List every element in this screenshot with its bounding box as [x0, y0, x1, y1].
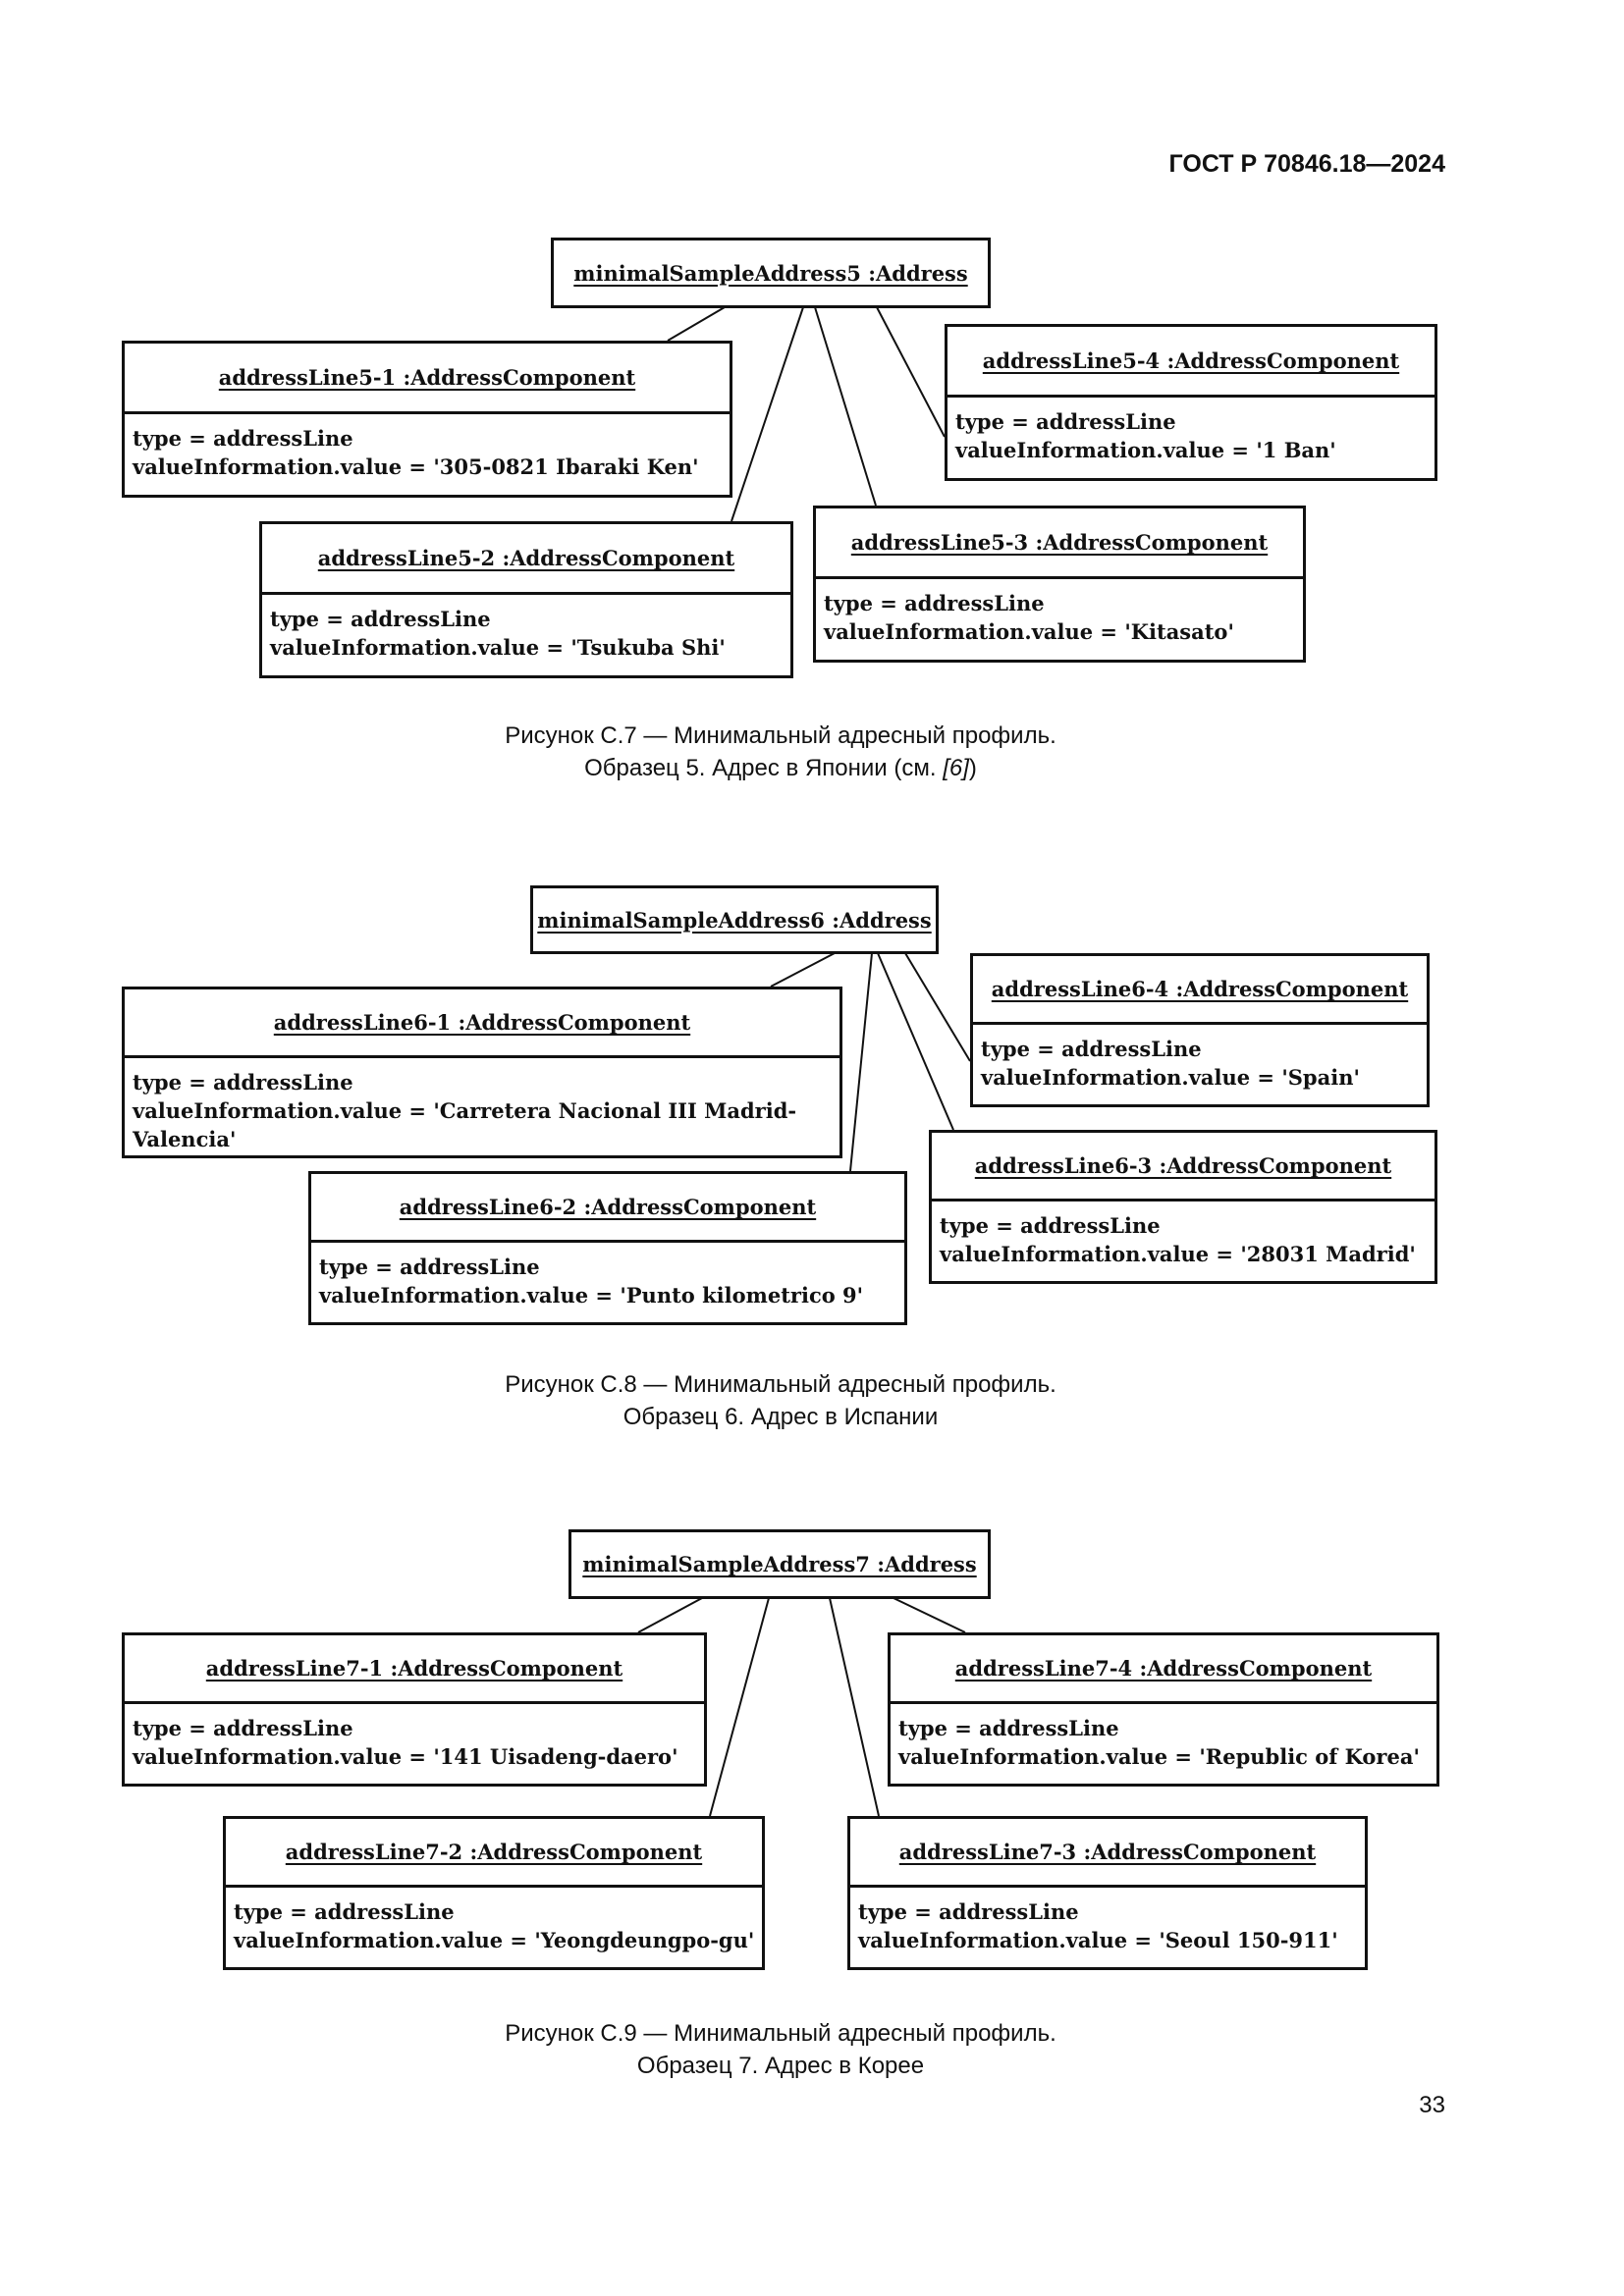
- address-component-box: addressLine7-2 :AddressComponent type = …: [223, 1816, 765, 1970]
- figure-caption: Рисунок С.8 — Минимальный адресный профи…: [0, 1368, 1561, 1433]
- root-address-box: minimalSampleAddress6 :Address: [530, 885, 939, 954]
- component-title: addressLine5-2 :AddressComponent: [317, 546, 735, 570]
- connector-line: [904, 952, 971, 1062]
- component-title: addressLine7-3 :AddressComponent: [898, 1840, 1317, 1864]
- component-type: type = addressLine: [858, 1899, 1079, 1924]
- document-code-header: ГОСТ Р 70846.18—2024: [1168, 150, 1445, 178]
- caption-line-1: Рисунок С.9 — Минимальный адресный профи…: [505, 2020, 1056, 2047]
- root-address-box: minimalSampleAddress5 :Address: [551, 238, 991, 308]
- root-address-label: minimalSampleAddress7 :Address: [582, 1552, 977, 1576]
- caption-line-2: Образец 5. Адрес в Японии (см. [6]): [584, 755, 977, 781]
- page-number: 33: [1419, 2092, 1445, 2118]
- caption-line-1: Рисунок С.8 — Минимальный адресный профи…: [505, 1371, 1056, 1398]
- component-type: type = addressLine: [133, 1716, 353, 1740]
- component-type: type = addressLine: [319, 1255, 540, 1279]
- component-value: valueInformation.value = 'Kitasato': [824, 619, 1234, 644]
- component-title: addressLine6-4 :AddressComponent: [991, 977, 1409, 1001]
- address-component-box: addressLine7-1 :AddressComponent type = …: [122, 1632, 707, 1787]
- component-title: addressLine7-2 :AddressComponent: [285, 1840, 703, 1864]
- component-type: type = addressLine: [234, 1899, 455, 1924]
- root-address-label: minimalSampleAddress6 :Address: [537, 907, 932, 933]
- connector-line: [849, 952, 873, 1172]
- component-title: addressLine7-4 :AddressComponent: [954, 1656, 1373, 1681]
- figure-caption: Рисунок С.9 — Минимальный адресный профи…: [0, 2017, 1561, 2082]
- connector-line: [770, 952, 836, 988]
- component-title: addressLine7-1 :AddressComponent: [205, 1656, 623, 1681]
- component-type: type = addressLine: [940, 1213, 1161, 1238]
- component-title: addressLine6-1 :AddressComponent: [273, 1010, 691, 1035]
- address-component-box: addressLine6-3 :AddressComponent type = …: [929, 1130, 1437, 1284]
- caption-line-2: Образец 6. Адрес в Испании: [623, 1404, 939, 1430]
- address-component-box: addressLine5-3 :AddressComponent type = …: [813, 506, 1306, 663]
- connector-line: [876, 306, 946, 438]
- connector-line: [637, 1597, 703, 1633]
- address-component-box: addressLine5-2 :AddressComponent type = …: [259, 521, 793, 678]
- address-component-box: addressLine7-3 :AddressComponent type = …: [847, 1816, 1368, 1970]
- component-value: valueInformation.value = '141 Uisadeng-d…: [133, 1744, 678, 1769]
- component-title: addressLine5-4 :AddressComponent: [982, 348, 1400, 373]
- figure-caption: Рисунок С.7 — Минимальный адресный профи…: [0, 720, 1561, 784]
- component-type: type = addressLine: [133, 426, 353, 451]
- component-type: type = addressLine: [981, 1037, 1202, 1061]
- component-value: valueInformation.value = 'Carretera Naci…: [133, 1098, 797, 1151]
- address-component-box: addressLine6-1 :AddressComponent type = …: [122, 987, 842, 1158]
- component-title: addressLine6-3 :AddressComponent: [974, 1153, 1392, 1178]
- root-address-label: minimalSampleAddress5 :Address: [573, 260, 968, 286]
- component-value: valueInformation.value = 'Seoul 150-911': [858, 1928, 1338, 1952]
- caption-line-2: Образец 7. Адрес в Корее: [636, 2053, 925, 2079]
- connector-line: [709, 1597, 770, 1817]
- component-value: valueInformation.value = 'Yeongdeungpo-g…: [234, 1928, 755, 1952]
- component-value: valueInformation.value = 'Republic of Ko…: [898, 1744, 1420, 1769]
- component-type: type = addressLine: [898, 1716, 1119, 1740]
- connector-line: [829, 1597, 880, 1817]
- bibliography-reference: [6]: [943, 755, 969, 781]
- component-value: valueInformation.value = 'Spain': [981, 1065, 1360, 1090]
- component-value: valueInformation.value = 'Punto kilometr…: [319, 1283, 864, 1308]
- component-value: valueInformation.value = '28031 Madrid': [940, 1242, 1416, 1266]
- address-component-box: addressLine6-2 :AddressComponent type = …: [308, 1171, 907, 1325]
- address-component-box: addressLine5-4 :AddressComponent type = …: [945, 324, 1437, 481]
- component-value: valueInformation.value = 'Tsukuba Shi': [270, 635, 726, 660]
- connector-line: [731, 306, 804, 522]
- component-type: type = addressLine: [824, 591, 1045, 615]
- component-value: valueInformation.value = '1 Ban': [955, 438, 1336, 462]
- caption-line-1: Рисунок С.7 — Минимальный адресный профи…: [505, 722, 1056, 749]
- component-title: addressLine6-2 :AddressComponent: [399, 1195, 817, 1219]
- component-type: type = addressLine: [133, 1070, 353, 1095]
- component-value: valueInformation.value = '305-0821 Ibara…: [133, 454, 699, 479]
- address-component-box: addressLine6-4 :AddressComponent type = …: [970, 953, 1430, 1107]
- address-component-box: addressLine5-1 :AddressComponent type = …: [122, 341, 732, 498]
- connector-line: [877, 952, 954, 1131]
- connector-line: [893, 1597, 966, 1633]
- component-type: type = addressLine: [270, 607, 491, 631]
- connector-line: [667, 306, 726, 342]
- component-title: addressLine5-3 :AddressComponent: [850, 530, 1269, 555]
- connector-line: [814, 306, 877, 507]
- component-title: addressLine5-1 :AddressComponent: [218, 365, 636, 390]
- address-component-box: addressLine7-4 :AddressComponent type = …: [888, 1632, 1439, 1787]
- component-type: type = addressLine: [955, 409, 1176, 434]
- root-address-box: minimalSampleAddress7 :Address: [568, 1529, 991, 1599]
